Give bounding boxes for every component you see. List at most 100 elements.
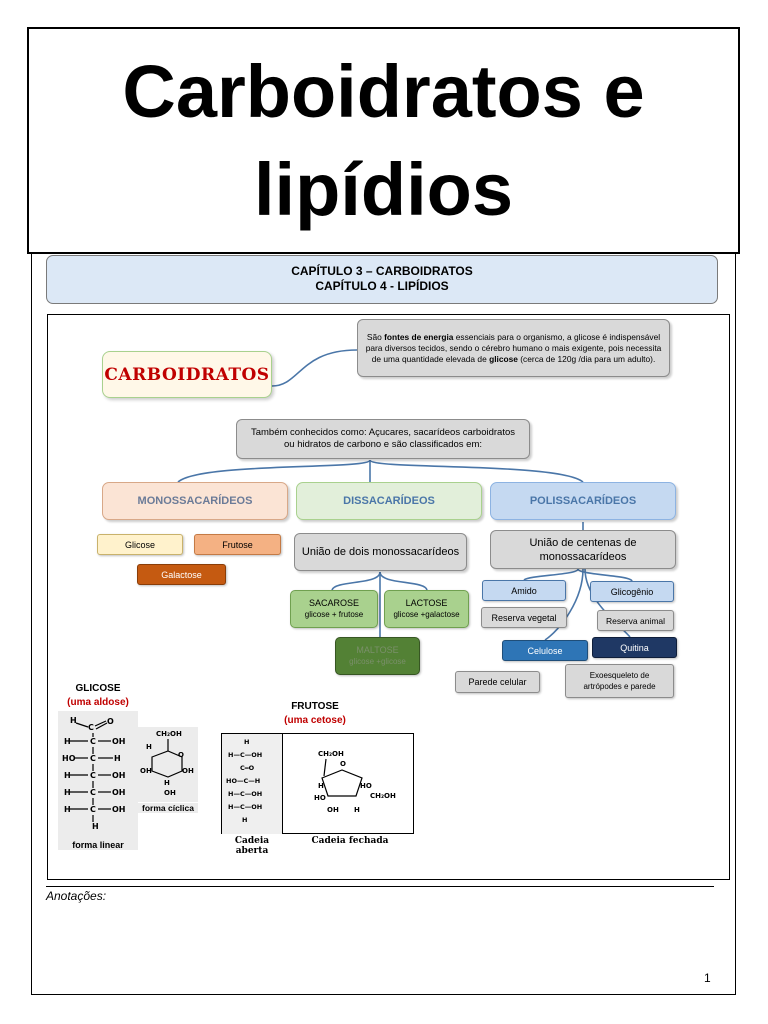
chapter-3-label: CAPÍTULO 3 – CARBOIDRATOS bbox=[291, 264, 473, 278]
celulose-label: Celulose bbox=[527, 645, 563, 656]
energy-note-mid: essenciais para o organismo, a glicose é… bbox=[365, 331, 662, 364]
lactose-node: LACTOSE glicose +galactose bbox=[384, 590, 469, 628]
svg-text:OH: OH bbox=[182, 767, 194, 775]
monossacarideos-label: MONOSSACARÍDEOS bbox=[137, 495, 253, 507]
svg-text:OH: OH bbox=[112, 771, 126, 780]
svg-text:C: C bbox=[88, 723, 94, 732]
sacarose-node: SACAROSE glicose + frutose bbox=[290, 590, 378, 628]
svg-text:HO: HO bbox=[314, 794, 326, 802]
page-number: 1 bbox=[704, 971, 711, 985]
svg-text:OH: OH bbox=[112, 788, 126, 797]
quitina-label: Quitina bbox=[620, 642, 649, 653]
maltose-label: MALTOSE bbox=[356, 645, 399, 655]
glicose-node: Glicose bbox=[97, 534, 183, 555]
svg-text:H: H bbox=[242, 816, 247, 824]
cadeia-aberta-label: Cadeia aberta bbox=[234, 836, 270, 856]
maltose-desc: glicose +glicose bbox=[349, 657, 406, 666]
sacarose-desc: glicose + frutose bbox=[304, 610, 364, 619]
frutose-structure-title: FRUTOSE (uma cetose) bbox=[270, 700, 360, 728]
svg-text:CH₂OH: CH₂OH bbox=[156, 730, 182, 738]
svg-text:OH: OH bbox=[327, 806, 339, 814]
svg-text:H: H bbox=[64, 737, 71, 746]
svg-text:H: H bbox=[114, 754, 121, 763]
also-known-text: Também conhecidos como: Açucares, sacarí… bbox=[250, 427, 516, 450]
svg-text:H: H bbox=[92, 822, 99, 831]
maltose-node: MALTOSE glicose +glicose bbox=[335, 637, 420, 675]
svg-text:OH: OH bbox=[112, 737, 126, 746]
svg-text:H: H bbox=[164, 779, 170, 787]
frutose-title: FRUTOSE bbox=[291, 701, 339, 712]
svg-text:H—C—OH: H—C—OH bbox=[228, 790, 262, 798]
dissacarideos-node: DISSACARÍDEOS bbox=[296, 482, 482, 520]
svg-text:H—C—OH: H—C—OH bbox=[228, 751, 262, 759]
svg-text:O: O bbox=[107, 717, 114, 726]
svg-text:OH: OH bbox=[164, 789, 176, 797]
exoesqueleto-node: Exoesqueleto de artrópodes e parede bbox=[565, 664, 674, 698]
document-title-box: Carboidratos e lipídios bbox=[27, 27, 740, 254]
carboidratos-title: CARBOIDRATOS bbox=[104, 364, 270, 385]
glicogenio-node: Glicogênio bbox=[590, 581, 674, 602]
poli-union-node: União de centenas de monossacarídeos bbox=[490, 530, 676, 569]
forma-linear-label: forma linear bbox=[58, 840, 138, 850]
also-known-node: Também conhecidos como: Açucares, sacarí… bbox=[236, 419, 530, 459]
energy-note: São fontes de energia essenciais para o … bbox=[357, 319, 670, 377]
amido-node: Amido bbox=[482, 580, 566, 601]
document-title: Carboidratos e lipídios bbox=[122, 43, 644, 239]
svg-text:HO: HO bbox=[360, 782, 372, 790]
glicose-title: GLICOSE bbox=[75, 683, 121, 694]
svg-text:O: O bbox=[340, 760, 346, 768]
galactose-node: Galactose bbox=[137, 564, 226, 585]
reserva-vegetal-label: Reserva vegetal bbox=[491, 612, 557, 623]
svg-text:H: H bbox=[146, 743, 152, 751]
svg-text:OH: OH bbox=[140, 767, 152, 775]
reserva-vegetal-node: Reserva vegetal bbox=[481, 607, 567, 628]
energy-note-post: (cerca de 120g /dia para um adulto). bbox=[517, 353, 656, 364]
annotations-label: Anotações: bbox=[46, 889, 107, 903]
title-line-1: Carboidratos e bbox=[122, 49, 645, 133]
frutose-node: Frutose bbox=[194, 534, 281, 555]
svg-text:CH₂OH: CH₂OH bbox=[318, 750, 344, 758]
sacarose-label: SACAROSE bbox=[308, 598, 359, 608]
svg-text:OH: OH bbox=[112, 805, 126, 814]
frutose-fechada-structure: CH₂OH O H HO HO CH₂OH OH H bbox=[314, 750, 396, 814]
svg-text:HO—C—H: HO—C—H bbox=[226, 777, 260, 785]
chapter-banner: CAPÍTULO 3 – CARBOIDRATOS CAPÍTULO 4 - L… bbox=[46, 255, 718, 304]
svg-text:H: H bbox=[64, 805, 71, 814]
svg-text:H: H bbox=[318, 782, 324, 790]
lactose-desc: glicose +galactose bbox=[393, 610, 460, 619]
svg-text:H: H bbox=[354, 806, 360, 814]
frutose-type: (uma cetose) bbox=[284, 715, 346, 726]
annotations-divider bbox=[46, 886, 714, 887]
energy-note-bold2: glicose bbox=[489, 353, 518, 364]
svg-text:H: H bbox=[64, 771, 71, 780]
dissacarideos-label: DISSACARÍDEOS bbox=[343, 495, 435, 507]
title-line-2: lipídios bbox=[253, 147, 513, 231]
poli-union-label: União de centenas de monossacarídeos bbox=[529, 536, 637, 563]
svg-text:HO: HO bbox=[62, 754, 76, 763]
galactose-label: Galactose bbox=[161, 569, 202, 580]
polissacarideos-label: POLISSACARÍDEOS bbox=[529, 495, 637, 507]
energy-note-pre: São bbox=[366, 331, 385, 342]
reserva-animal-node: Reserva animal bbox=[597, 610, 674, 631]
frutose-label: Frutose bbox=[222, 539, 253, 550]
svg-text:H: H bbox=[70, 716, 77, 725]
cadeia-fechada-label: Cadeia fechada bbox=[311, 836, 389, 846]
quitina-node: Quitina bbox=[592, 637, 677, 658]
lactose-label: LACTOSE bbox=[405, 598, 448, 608]
exoesqueleto-label: Exoesqueleto de artrópodes e parede bbox=[583, 671, 656, 691]
glicose-structure-title: GLICOSE (uma aldose) bbox=[58, 682, 138, 710]
chapter-4-label: CAPÍTULO 4 - LIPÍDIOS bbox=[315, 279, 449, 293]
glicogenio-label: Glicogênio bbox=[610, 586, 654, 597]
celulose-node: Celulose bbox=[502, 640, 588, 661]
frutose-aberta-structure: H H—C—OH C═O HO—C—H H—C—OH H—C—OH H bbox=[222, 734, 282, 834]
frutose-divider bbox=[282, 733, 283, 834]
di-union-label: União de dois monossacarídeos bbox=[301, 546, 460, 558]
svg-text:CH₂OH: CH₂OH bbox=[370, 792, 396, 800]
glicose-label: Glicose bbox=[124, 539, 155, 550]
svg-text:C: C bbox=[90, 805, 96, 814]
svg-text:C: C bbox=[90, 754, 96, 763]
svg-text:H: H bbox=[64, 788, 71, 797]
reserva-animal-label: Reserva animal bbox=[605, 615, 666, 626]
